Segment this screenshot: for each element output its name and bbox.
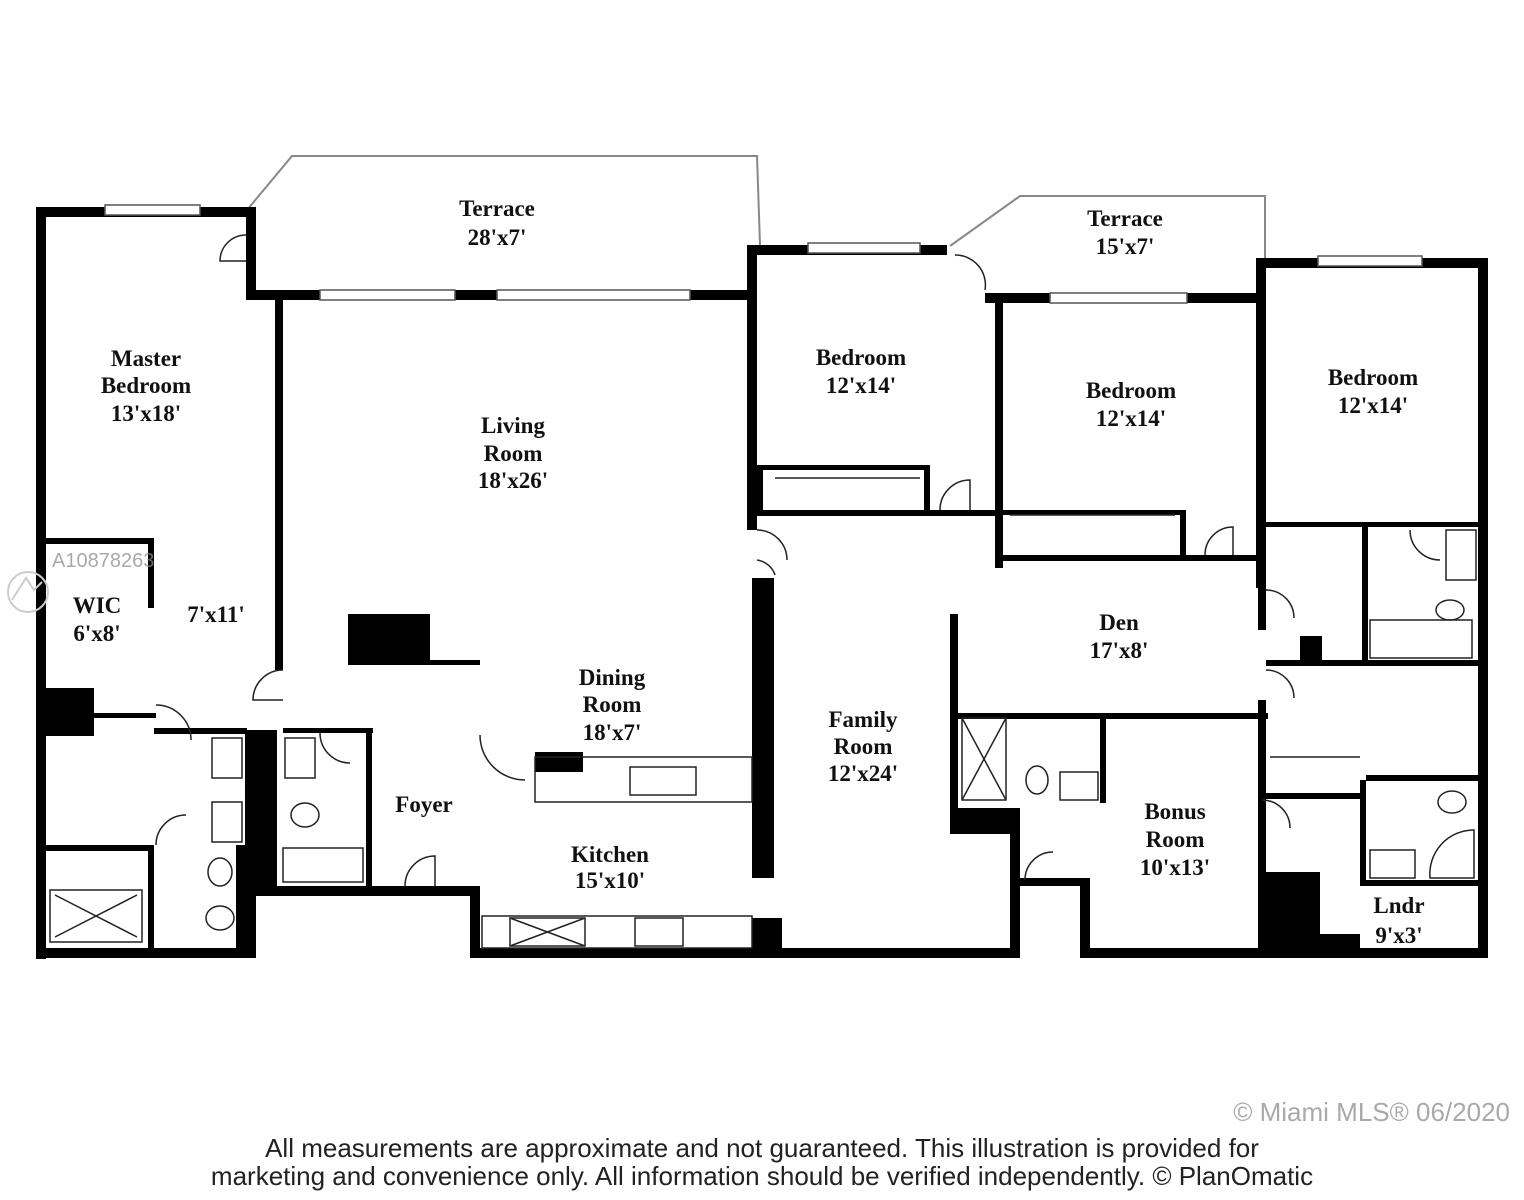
- room-name: Foyer: [395, 792, 452, 817]
- room-label-family-room: Family Room 12'x24': [828, 707, 898, 786]
- windows: [104, 204, 1423, 304]
- room-name: Dining: [579, 665, 646, 690]
- room-size: 7'x11': [187, 602, 245, 627]
- room-label-closet: 7'x11': [187, 602, 245, 627]
- room-label-bedroom-3: Bedroom 12'x14': [1328, 365, 1418, 418]
- watermark-mls: © Miami MLS® 06/2020: [1233, 1097, 1510, 1127]
- room-size: 12'x14': [1338, 393, 1408, 418]
- room-label-kitchen: Kitchen 15'x10': [571, 842, 649, 893]
- room-label-bedroom-2: Bedroom 12'x14': [1086, 378, 1176, 431]
- room-name: Terrace: [1087, 206, 1163, 231]
- room-size: 12'x14': [1096, 406, 1166, 431]
- room-size: 28'x7': [468, 225, 527, 250]
- room-name: Lndr: [1373, 893, 1424, 918]
- room-size: 13'x18': [111, 401, 181, 426]
- room-name: Terrace: [459, 196, 535, 221]
- room-size: 18'x7': [583, 720, 642, 745]
- room-name: Room: [583, 692, 642, 717]
- room-size: 10'x13': [1140, 855, 1210, 880]
- room-size: 12'x24': [828, 761, 898, 786]
- terrace-outlines: [246, 155, 1266, 262]
- room-label-bedroom-1: Bedroom 12'x14': [816, 345, 906, 398]
- disclaimer-line-2: marketing and convenience only. All info…: [210, 1161, 1314, 1191]
- room-size: 17'x8': [1090, 638, 1149, 663]
- room-label-bonus-room: Bonus Room 10'x13': [1140, 799, 1210, 880]
- room-label-foyer: Foyer: [395, 792, 452, 817]
- fixtures: [49, 234, 1477, 949]
- room-label-dining-room: Dining Room 18'x7': [579, 665, 646, 745]
- room-name: Family: [829, 707, 898, 732]
- room-size: 18'x26': [478, 468, 548, 493]
- room-name: Bedroom: [101, 373, 191, 398]
- room-label-living-room: Living Room 18'x26': [478, 413, 548, 493]
- walls: [36, 207, 1488, 959]
- disclaimer-line-1: All measurements are approximate and not…: [265, 1133, 1259, 1163]
- watermark-listing-id: A10878263: [52, 550, 155, 572]
- room-name: Bedroom: [1086, 378, 1176, 403]
- room-label-wic: WIC 6'x8': [73, 593, 122, 646]
- room-size: 9'x3': [1375, 923, 1422, 948]
- room-name: Den: [1099, 610, 1139, 635]
- watermark-logo-icon: [7, 571, 49, 613]
- room-name: Room: [834, 734, 893, 759]
- room-name: Master: [111, 346, 181, 371]
- room-name: Bedroom: [1328, 365, 1418, 390]
- room-label-master-bedroom: Master Bedroom 13'x18': [101, 346, 191, 426]
- room-size: 15'x10': [575, 868, 645, 893]
- room-label-den: Den 17'x8': [1090, 610, 1149, 663]
- room-size: 12'x14': [826, 373, 896, 398]
- room-label-laundry: Lndr 9'x3': [1373, 893, 1424, 948]
- room-name: Living: [481, 413, 545, 438]
- room-name: Kitchen: [571, 842, 649, 867]
- room-name: Bedroom: [816, 345, 906, 370]
- room-name: Room: [1146, 827, 1205, 852]
- room-size: 15'x7': [1096, 234, 1155, 259]
- room-name: WIC: [73, 593, 122, 618]
- room-name: Bonus: [1144, 799, 1205, 824]
- room-label-terrace-2: Terrace 15'x7': [1087, 206, 1163, 259]
- room-name: Room: [484, 441, 543, 466]
- room-label-terrace-1: Terrace 28'x7': [459, 196, 535, 250]
- room-size: 6'x8': [73, 621, 120, 646]
